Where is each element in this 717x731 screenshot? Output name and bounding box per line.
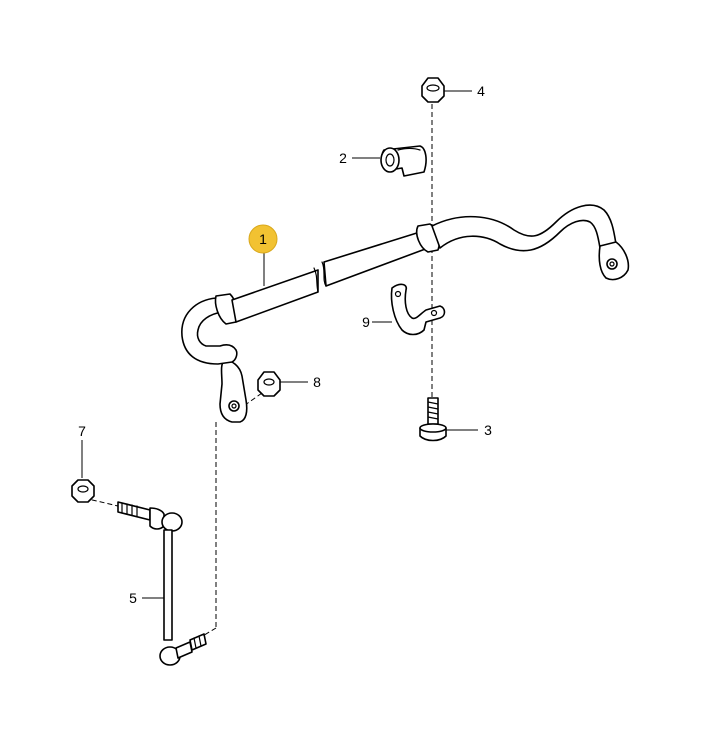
callout-2[interactable]: 2 [339,150,347,166]
callout-8[interactable]: 8 [313,374,321,390]
callout-1-highlight [248,224,278,254]
top-link-nut [71,479,95,503]
stabilizer-bar [181,204,630,423]
callout-7[interactable]: 7 [78,423,86,439]
callout-1[interactable]: 1 [259,231,267,247]
assembly-line-top-nut [83,497,119,507]
mounting-bolt [419,397,447,442]
callout-3[interactable]: 3 [484,422,492,438]
stabilizer-link [117,501,207,666]
callout-9[interactable]: 9 [362,314,370,330]
callout-5[interactable]: 5 [129,590,137,606]
link-nut [257,371,281,397]
bushing [380,145,427,177]
top-nut [421,77,445,103]
clamp-bracket [390,283,446,336]
callout-4[interactable]: 4 [477,83,485,99]
